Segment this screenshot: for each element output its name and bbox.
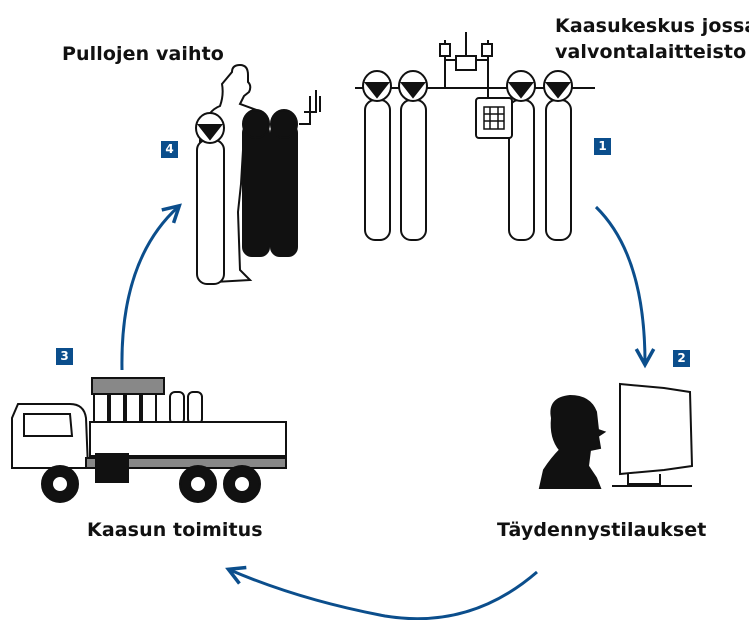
label-cylinder-exchange: Pullojen vaihto <box>62 43 224 65</box>
gas-center-illustration <box>355 32 595 241</box>
gas-cylinder <box>362 70 392 241</box>
black-gas-cylinder <box>270 109 298 257</box>
label-gas-center-line2: valvontalaitteisto <box>555 41 747 63</box>
person-silhouette <box>538 394 607 489</box>
gas-cylinder <box>543 70 573 241</box>
step-badge-4: 4 <box>161 141 178 158</box>
arrow-3-to-4 <box>120 207 178 371</box>
step-badge-1: 1 <box>594 138 611 155</box>
cylinder-exchange-illustration <box>195 63 321 285</box>
black-gas-cylinder <box>242 109 270 257</box>
computer-monitor <box>619 382 694 476</box>
delivery-truck-illustration <box>11 377 287 503</box>
monitoring-control-box <box>475 88 513 139</box>
step-badge-2: 2 <box>673 350 690 367</box>
gas-cylinder <box>506 70 536 241</box>
label-gas-delivery: Kaasun toimitus <box>87 519 263 541</box>
arrow-2-to-3 <box>230 570 538 620</box>
label-gas-center-line1: Kaasukeskus jossa <box>555 15 749 37</box>
gas-cylinder <box>195 112 225 285</box>
arrow-1-to-2 <box>594 205 645 363</box>
label-refill-orders: Täydennystilaukset <box>497 519 707 541</box>
step-badge-3: 3 <box>56 348 73 365</box>
ordering-illustration <box>538 382 694 489</box>
gas-cylinder <box>398 70 428 241</box>
